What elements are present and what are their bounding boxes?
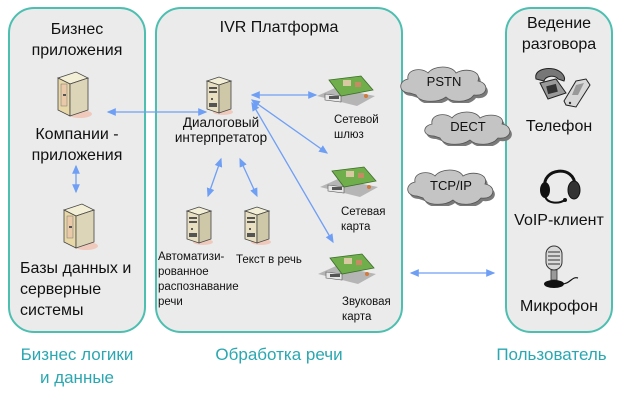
voip-label: VoIP-клиент [514,212,604,229]
pstn-label: PSTN [426,74,462,89]
database-server-icon [62,203,98,250]
asr-label-line3: распознавание [158,281,239,293]
asr-label-line4: речи [158,296,183,308]
company-apps-label: Компании - приложения [31,126,123,164]
business-caption: Бизнес логики и данные [0,343,154,389]
cloud-icon [400,66,488,105]
microphone-icon [544,245,579,288]
network-card-label-line2: карта [341,221,371,233]
sound-card-label: Звуковая карта [342,295,391,325]
cloud-icon [407,169,495,208]
network-gateway-label-line1: Сетевой [334,114,379,126]
user-title-line1: Ведение [526,15,592,32]
network-card-label-line1: Сетевая [341,206,386,218]
network-gateway-label-line2: шлюз [334,129,364,141]
network-card-icon [320,166,378,197]
phone-label: Телефон [525,118,593,135]
arrow-interpreter-tts [239,157,258,198]
headset-icon [540,169,581,204]
user-title: Ведение разговора [505,13,613,55]
asr-server-icon [185,206,213,245]
cloud-icon [424,111,512,148]
network-card-label: Сетевая карта [341,205,385,235]
arrow-interpreter-asr [206,157,223,198]
asr-label-line2: рованное [158,266,209,278]
interpreter-server-icon [205,76,233,115]
network-gateway-label: Сетевой шлюз [334,113,379,143]
pstn-cloud: PSTN [396,63,492,105]
asr-label: Автоматизи- рованное распознавание речи [158,250,248,310]
sound-card-icon [318,253,376,284]
interpreter-label-line2: интерпретатор [174,130,268,145]
user-caption: Пользователь [496,345,607,364]
interpreter-label: Диалоговый интерпретатор [166,115,276,145]
tcpip-cloud: TCP/IP [403,166,499,208]
tts-server-icon [243,206,271,245]
business-title: Бизнес приложения [31,21,123,59]
business-caption-line2: и данные [39,368,115,387]
phone-icon [535,68,591,108]
asr-label-line1: Автоматизи- [158,251,225,263]
databases-label: Базы данных и серверные системы [20,260,132,319]
arrow-interpreter-soundcard [251,101,334,244]
sound-card-label-line1: Звуковая [342,296,391,308]
tts-label: Текст в речь [236,254,302,266]
network-gateway-card-icon [317,75,375,106]
tcpip-label: TCP/IP [430,178,472,193]
business-caption-line1: Бизнес логики [20,345,134,364]
ivr-title: IVR Платформа [219,19,339,36]
sound-card-label-line2: карта [342,311,372,323]
ivr-caption: Обработка речи [215,345,343,364]
interpreter-label-line1: Диалоговый [182,115,260,130]
user-title-line2: разговора [521,36,597,53]
app-server-icon [56,71,92,118]
dect-cloud: DECT [420,108,516,148]
dect-label: DECT [450,119,486,134]
microphone-label: Микрофон [520,298,598,315]
